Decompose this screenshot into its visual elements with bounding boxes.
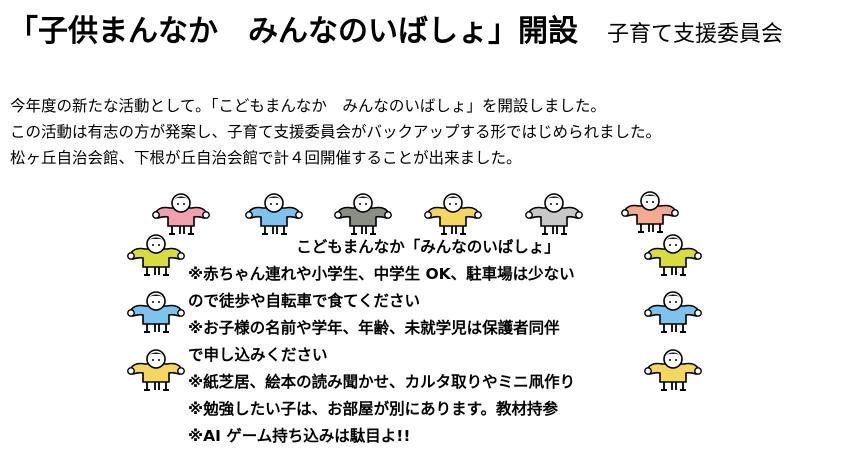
child-figure-icon (125, 290, 187, 336)
child-figure-icon (642, 233, 704, 279)
child-figure-icon (332, 192, 394, 238)
child-figure-icon (125, 348, 187, 394)
child-figure-icon (642, 290, 704, 336)
child-figure-icon (243, 192, 305, 238)
notice-line: ので徒歩や自転車で食てください (188, 292, 421, 310)
notice-line: ※赤ちゃん連れや小学生、中学生 OK、駐車場は少ない (188, 265, 575, 283)
intro-text: 今年度の新たな活動として。「こどもまんなか みんなのいばしょ」を開設しました。 … (10, 93, 810, 171)
notice-line: ※紙芝居、絵本の読み聞かせ、カルタ取りやミニ凧作り (188, 373, 576, 391)
intro-line: 今年度の新たな活動として。「こどもまんなか みんなのいばしょ」を開設しました。 (10, 97, 606, 115)
intro-line: 松ヶ丘自治会館、下根が丘自治会館で計４回開催することが出来ました。 (10, 149, 522, 167)
child-figure-icon (150, 192, 212, 238)
child-figure-icon (125, 233, 187, 279)
child-figure-icon (422, 192, 484, 238)
child-figure-icon (523, 192, 585, 238)
notice-title: こどもまんなか「みんなのいばしょ」 (296, 238, 560, 256)
notice-line: ※お子様の名前や学年、年齢、未就学児は保護者同伴 (188, 319, 560, 337)
organization-name: 子育て支援委員会 (607, 22, 784, 47)
intro-line: この活動は有志の方が発案し、子育て支援委員会がバックアップする形ではじめられまし… (10, 123, 662, 141)
child-figure-icon (642, 348, 704, 394)
event-notice: こどもまんなか「みんなのいばしょ」 ※赤ちゃん連れや小学生、中学生 OK、駐車場… (188, 234, 638, 450)
page-title: 「子供まんなか みんなのいばしょ」開設 (8, 14, 578, 49)
child-figure-icon (619, 190, 681, 236)
notice-line: で申し込みください (188, 346, 328, 364)
notice-line: ※AI ゲーム持ち込みは駄目よ!! (188, 427, 411, 445)
notice-line: ※勉強したい子は、お部屋が別にあります。教材持参 (188, 400, 559, 418)
